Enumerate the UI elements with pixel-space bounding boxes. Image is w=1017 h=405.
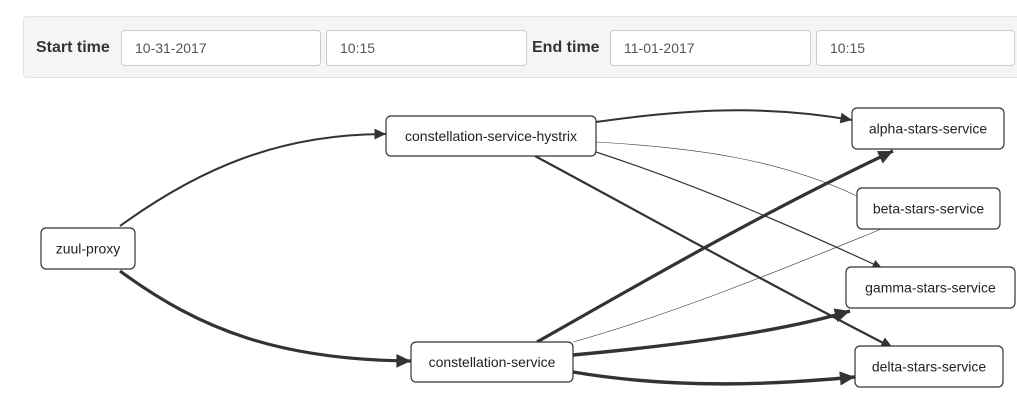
node-gamma-stars-service[interactable]: gamma-stars-service	[845, 266, 1016, 309]
node-box	[385, 115, 597, 157]
edge-arrowhead	[876, 151, 893, 164]
edge-arrowhead	[871, 259, 882, 269]
edge-csh-to-alpha	[595, 109, 853, 124]
start-time-input[interactable]	[326, 30, 527, 66]
end-date-input[interactable]	[610, 30, 811, 66]
edge-arrowhead	[839, 371, 855, 386]
node-label: constellation-service-hystrix	[405, 128, 577, 144]
node-box	[845, 266, 1016, 309]
edge-cs-to-gamma	[572, 308, 851, 357]
edge-cs-to-beta	[572, 227, 885, 343]
time-filter-bar: Start time End time	[23, 16, 1017, 78]
edge-csh-to-gamma	[595, 151, 883, 269]
graph-nodes: zuul-proxy constellation-service-hystrix c…	[40, 107, 1016, 388]
start-date-input[interactable]	[121, 30, 321, 66]
node-alpha-stars-service[interactable]: alpha-stars-service	[851, 107, 1005, 150]
node-box	[856, 187, 1001, 230]
node-constellation-service-hystrix[interactable]: constellation-service-hystrix	[385, 115, 597, 157]
node-zuul-proxy[interactable]: zuul-proxy	[40, 227, 136, 270]
node-constellation-service[interactable]: constellation-service	[410, 341, 574, 383]
node-label: alpha-stars-service	[869, 121, 987, 137]
start-time-label: Start time	[36, 39, 110, 56]
edge-cs-to-alpha	[536, 149, 894, 344]
graph-edges	[119, 109, 894, 386]
node-box	[410, 341, 574, 383]
end-time-input[interactable]	[816, 30, 1015, 66]
node-box	[851, 107, 1005, 150]
node-box	[40, 227, 136, 270]
edge-zuul-to-csh	[119, 128, 387, 227]
node-label: gamma-stars-service	[865, 280, 996, 296]
node-label: zuul-proxy	[56, 241, 121, 257]
node-label: constellation-service	[429, 354, 556, 370]
node-delta-stars-service[interactable]: delta-stars-service	[854, 345, 1004, 388]
edge-arrowhead	[396, 354, 411, 368]
edge-cs-to-delta	[572, 370, 856, 386]
node-box	[854, 345, 1004, 388]
node-label: delta-stars-service	[872, 359, 987, 375]
edge-zuul-to-cs	[119, 269, 412, 368]
service-dependency-graph: zuul-proxy constellation-service-hystrix c…	[40, 107, 1016, 388]
edge-arrowhead	[374, 128, 386, 140]
edge-arrowhead	[879, 337, 893, 348]
edge-arrowhead	[833, 308, 850, 323]
edge-csh-to-delta	[534, 155, 894, 349]
edge-arrowhead	[839, 112, 852, 124]
node-label: beta-stars-service	[873, 201, 984, 217]
node-beta-stars-service[interactable]: beta-stars-service	[856, 187, 1001, 230]
end-time-label: End time	[532, 39, 600, 56]
